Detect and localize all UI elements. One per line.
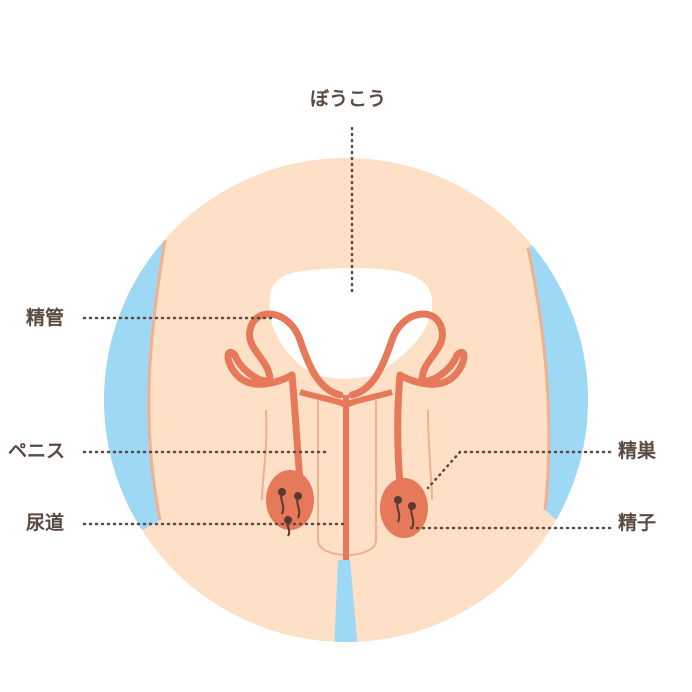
urethra-junction [299, 389, 393, 409]
right-vas-deferens [348, 310, 468, 489]
label-penis: ペニス [8, 440, 66, 462]
body-outline-right [526, 247, 551, 511]
left-thigh-line [261, 409, 268, 501]
label-bladder: ぼうこう [310, 88, 387, 110]
body-outline-left [147, 239, 167, 521]
left-testis [266, 470, 314, 530]
label-vas-deferens: 精管 [26, 307, 65, 329]
label-urethra: 尿道 [26, 512, 65, 534]
right-thigh-line [427, 409, 433, 501]
leg-gap [334, 560, 358, 642]
right-testis [380, 478, 428, 538]
left-sperm-group [278, 488, 302, 537]
label-sperm: 精子 [618, 512, 657, 534]
right-sperm-group [394, 496, 416, 529]
label-testis: 精巣 [618, 440, 657, 462]
left-vas-deferens [224, 310, 344, 484]
leader-testis [426, 450, 612, 490]
